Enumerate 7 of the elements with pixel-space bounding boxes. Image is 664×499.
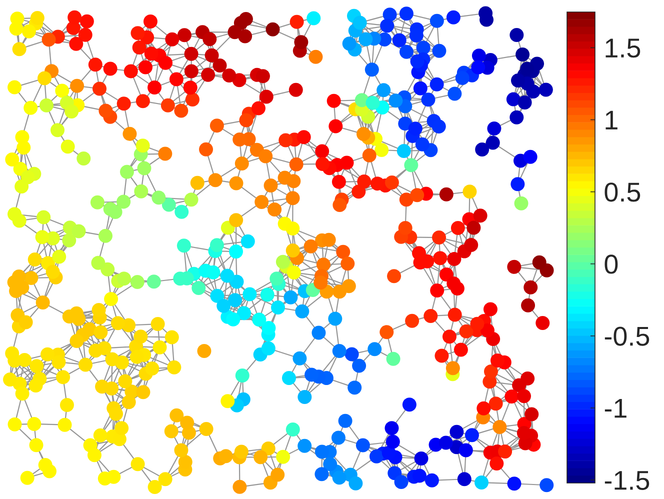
tick-label: -1.5 (604, 471, 650, 490)
tick-label: 1.5 (606, 38, 640, 58)
tick-label: 0 (604, 254, 618, 274)
tick-label: 1 (606, 110, 618, 130)
tick-label: -0.5 (604, 326, 650, 346)
tick-label: 0.5 (604, 182, 640, 202)
tick-label: -1 (604, 399, 626, 418)
